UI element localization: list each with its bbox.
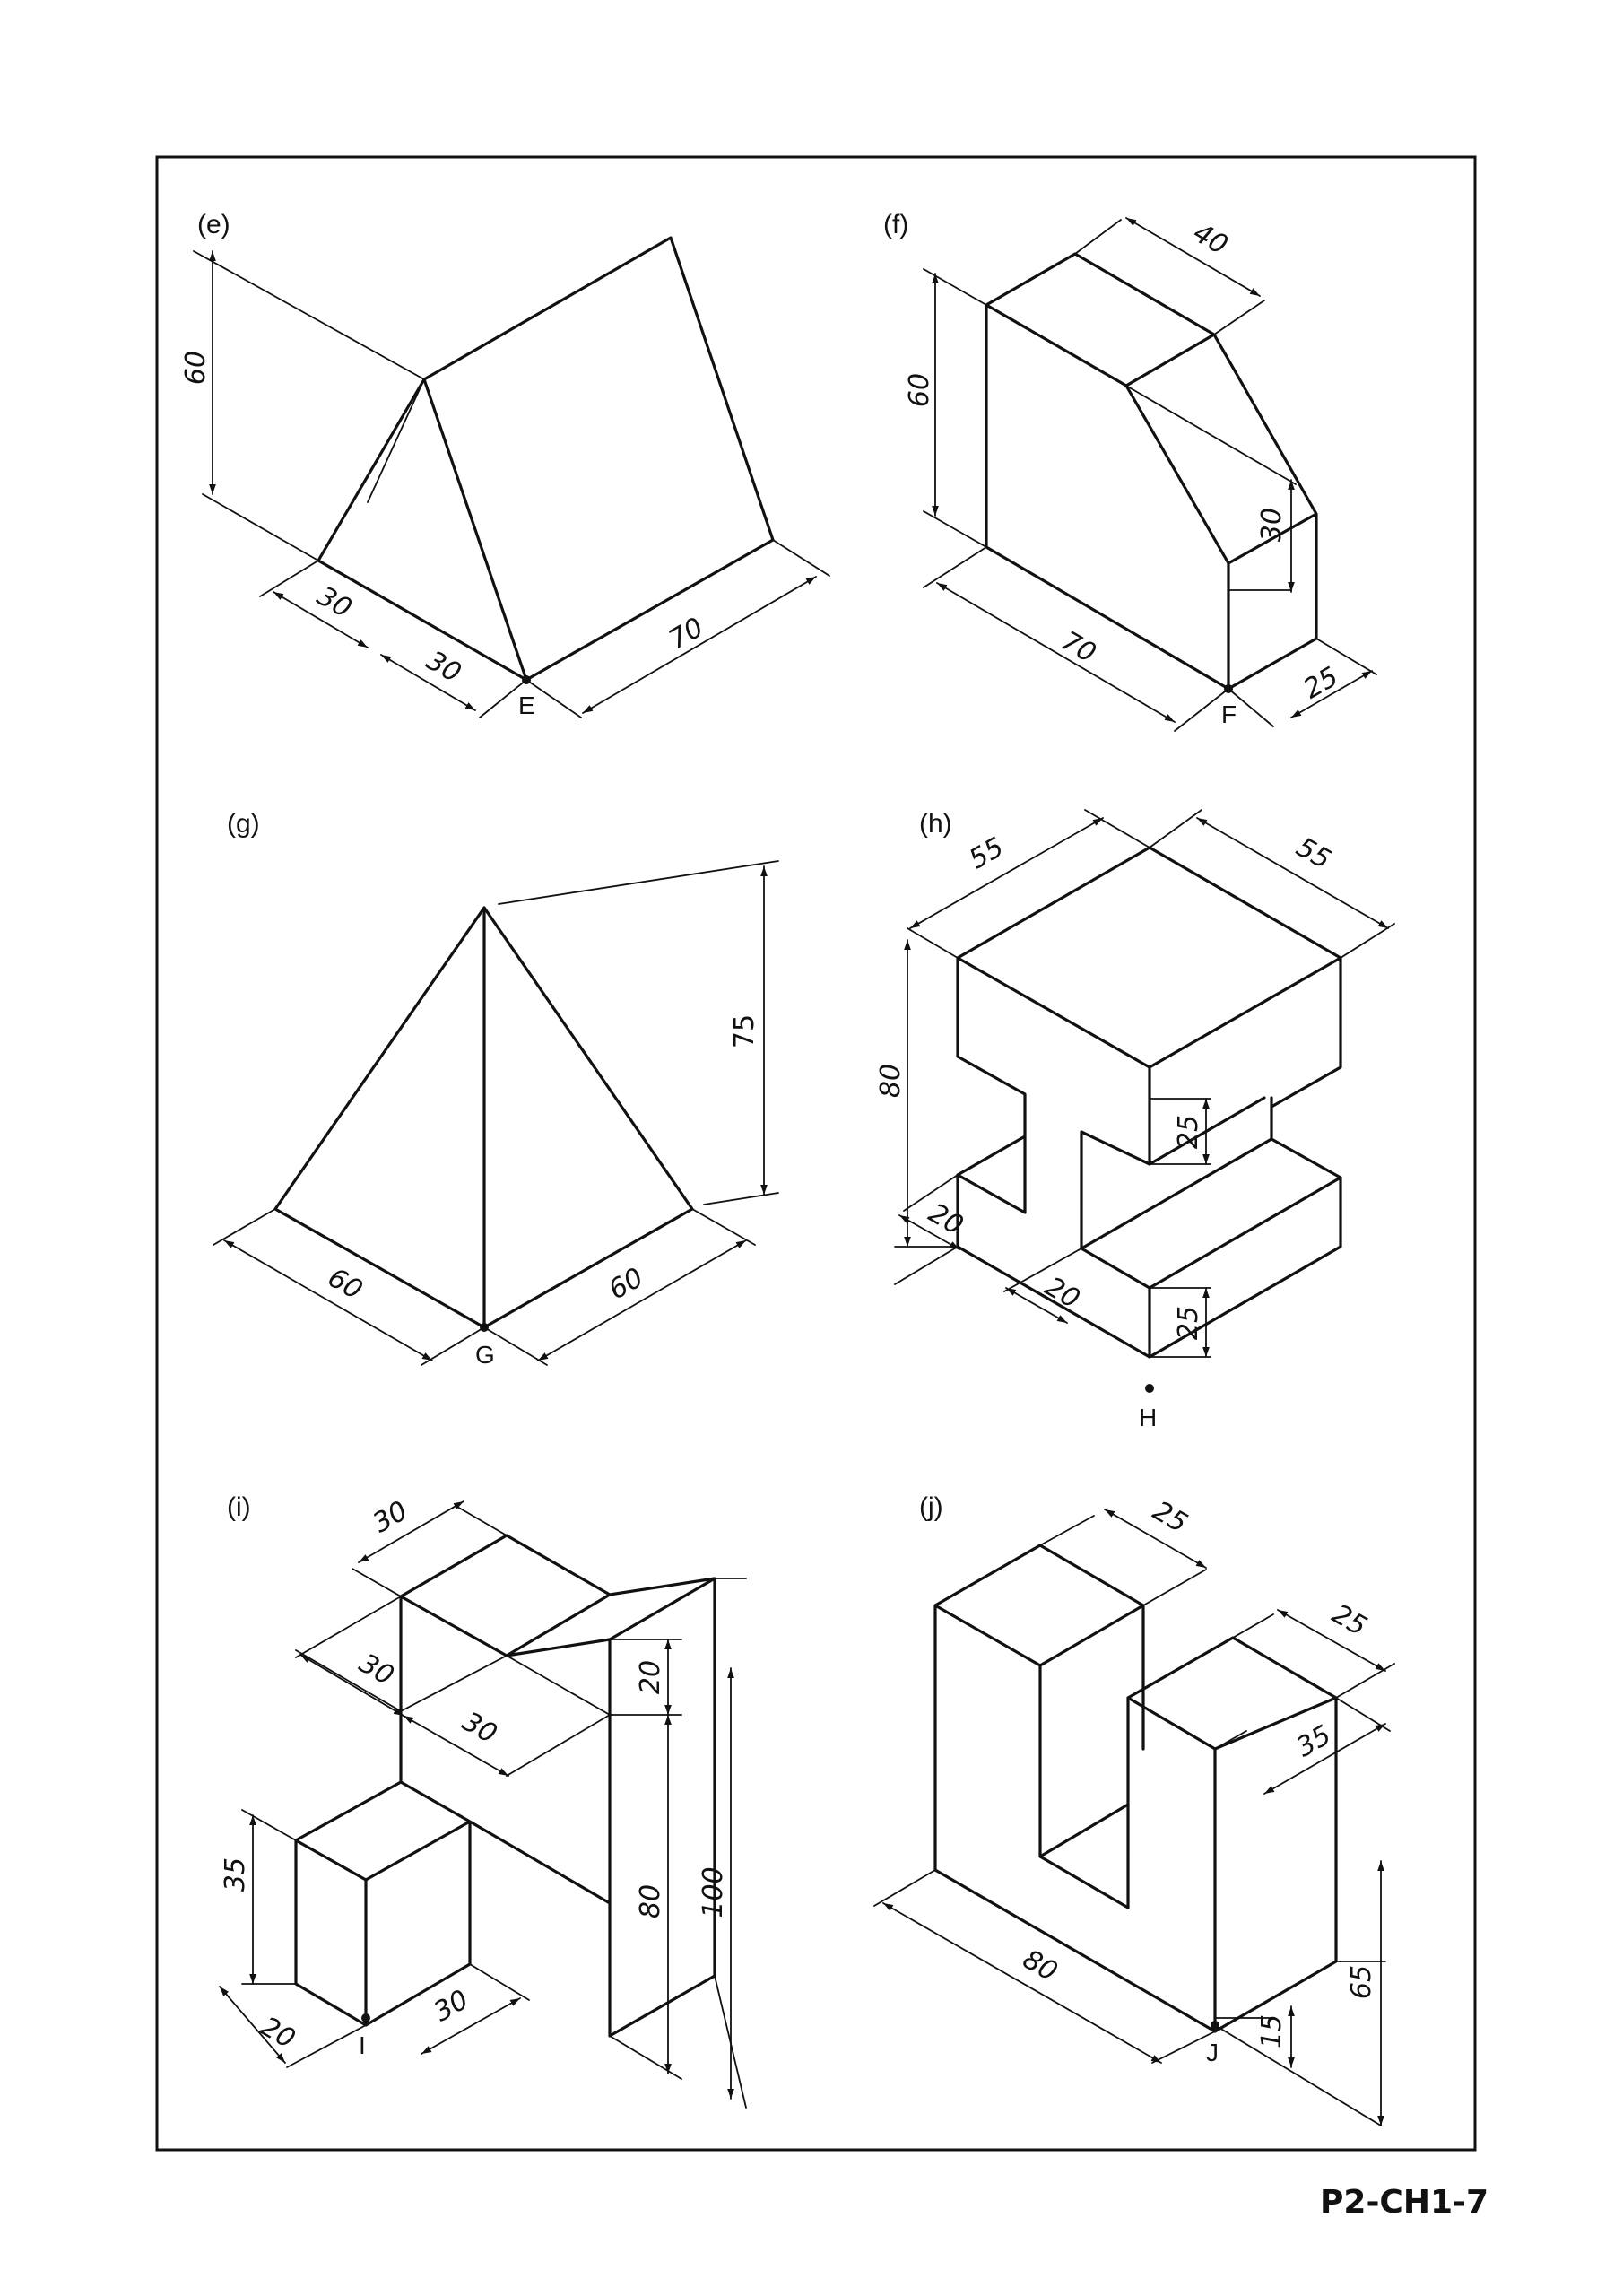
- dim-80: 80: [1017, 1944, 1063, 1987]
- point-label: J: [1206, 2039, 1219, 2066]
- figure-label: (f): [883, 210, 908, 239]
- dim-30a: 30: [368, 1495, 413, 1539]
- dim-line-60a: [223, 1239, 433, 1361]
- dim-35: 35: [1291, 1719, 1337, 1763]
- dim-line-80: [882, 1902, 1162, 2064]
- sheet-border: [155, 155, 1477, 2152]
- figure-i: (i) I 30 30 30 20 35 80 100 20 30: [219, 1492, 747, 2109]
- point-label: G: [475, 1341, 495, 1369]
- dim-25: 25: [1298, 661, 1344, 705]
- point-label: H: [1139, 1404, 1157, 1431]
- dim-line-35: [1263, 1723, 1386, 1795]
- page-code: P2-CH1-7: [1320, 2184, 1488, 2221]
- dim-line-20b: [219, 1986, 286, 2064]
- prism-outline: [317, 236, 775, 682]
- dim-60a: 60: [322, 1262, 368, 1306]
- figure-label: (g): [227, 809, 260, 839]
- dim-20b: 20: [1039, 1271, 1085, 1315]
- figure-j: (j) J 25 25 35 80 65 15: [873, 1492, 1395, 2126]
- dim-line-40: [1125, 217, 1261, 297]
- dim-line-30b: [380, 654, 476, 711]
- extension-lines: [923, 219, 1377, 732]
- dim-25b: 25: [1326, 1598, 1372, 1642]
- dim-line-30a: [273, 591, 369, 648]
- block-outline: [985, 252, 1318, 691]
- dim-80: 80: [875, 1064, 907, 1098]
- figure-label: (e): [197, 210, 230, 239]
- dim-line-55b: [1196, 817, 1389, 929]
- figure-label: (i): [227, 1492, 251, 1522]
- dim-line-25b: [1277, 1609, 1386, 1672]
- point-i-marker: [361, 2013, 370, 2022]
- dim-30: 30: [1256, 508, 1288, 542]
- dim-60: 60: [904, 373, 935, 407]
- dim-25a: 25: [1147, 1495, 1193, 1539]
- figure-label: (h): [919, 809, 952, 839]
- dim-25a: 25: [1173, 1115, 1204, 1149]
- dim-line-30b: [299, 1654, 404, 1717]
- dim-line-70: [582, 576, 817, 714]
- dim-line-20b: [1005, 1287, 1068, 1324]
- dim-40: 40: [1187, 217, 1233, 261]
- dim-line-25: [1290, 670, 1373, 718]
- dim-25b: 25: [1173, 1306, 1204, 1340]
- point-h-marker: [1145, 1384, 1154, 1393]
- extension-lines: [873, 1515, 1395, 2126]
- stepped-block-outline: [294, 1534, 716, 2038]
- u-block-outline: [933, 1544, 1338, 2033]
- dim-35: 35: [220, 1857, 251, 1892]
- dim-55b: 55: [1290, 831, 1336, 875]
- dim-line-25a: [1104, 1509, 1207, 1569]
- dim-line-60b: [537, 1239, 747, 1361]
- dim-line-30c: [403, 1715, 509, 1777]
- dim-30b: 30: [353, 1648, 399, 1692]
- dim-line-55a: [909, 817, 1104, 929]
- dim-line-70: [936, 582, 1176, 723]
- figure-h: (h) H 55 55 80 25 20 20 25: [875, 809, 1395, 1431]
- dim-line-30a: [358, 1500, 464, 1563]
- dim-55a: 55: [964, 831, 1010, 875]
- dim-20: 20: [635, 1660, 666, 1694]
- extension-lines: [213, 860, 779, 1366]
- figure-e: (e) E 60 30 30 70: [180, 210, 830, 719]
- dim-70: 70: [664, 612, 709, 656]
- point-label: E: [518, 691, 535, 719]
- extension-lines: [241, 1506, 747, 2109]
- dim-30d: 30: [429, 1984, 474, 2028]
- dim-75: 75: [729, 1014, 760, 1048]
- h-block-outline: [956, 846, 1342, 1359]
- dim-70: 70: [1055, 625, 1101, 669]
- dim-line-30d: [421, 1997, 521, 2055]
- dim-20b: 20: [255, 2011, 300, 2055]
- dim-15: 15: [1256, 2014, 1288, 2048]
- dim-65: 65: [1346, 1965, 1377, 1999]
- extension-lines: [193, 250, 830, 718]
- dim-60: 60: [180, 351, 212, 385]
- figure-label: (j): [919, 1492, 943, 1522]
- figure-g: (g) G 75 60 60: [213, 809, 779, 1369]
- point-label: I: [359, 2031, 366, 2059]
- point-label: F: [1221, 700, 1237, 728]
- figure-f: (f) F 40 60 30 70 25: [883, 210, 1377, 732]
- dim-80: 80: [635, 1884, 666, 1918]
- dim-30c: 30: [456, 1706, 502, 1750]
- extension-lines: [894, 809, 1395, 1358]
- dim-100: 100: [698, 1866, 729, 1918]
- dim-line-20a: [898, 1214, 960, 1250]
- dim-20a: 20: [923, 1197, 968, 1241]
